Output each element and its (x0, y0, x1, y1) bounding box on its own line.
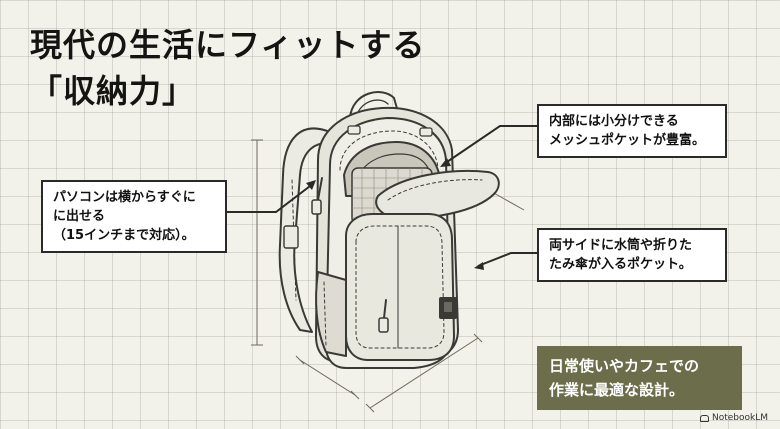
side-callout-arrow (477, 252, 537, 267)
backpack (278, 91, 500, 369)
width-dimension-line (299, 359, 356, 396)
side-callout-line-1: 両サイドに水筒や折りた (549, 238, 693, 253)
zipper-pull-side (317, 177, 323, 201)
title-line-2: 「収納力」 (30, 72, 196, 110)
shoulder-strap (278, 127, 335, 333)
side-pocket-callout: 両サイドに水筒や折りた たみ傘が入るポケット。 (537, 228, 727, 282)
dimension-lines (251, 139, 525, 413)
laptop-access-callout: パソコンは横からすぐに に出せる （15インチまで対応）。 (41, 180, 227, 253)
page-title: 現代の生活にフィットする 「収納力」 (30, 22, 425, 114)
laptop-callout-line-3: （15インチまで対応）。 (53, 228, 195, 243)
mesh-pocket-callout: 内部には小分けできる メッシュポケットが豊富。 (537, 104, 727, 158)
brand-watermark: NotebookLM (699, 413, 768, 423)
banner-line-1: 日常使いやカフェでの (549, 357, 700, 375)
laptop-callout-line-1: パソコンは横からすぐに (53, 190, 196, 205)
zipper-pull-front (383, 299, 387, 319)
laptop-callout-arrow (227, 182, 315, 213)
callout-arrows (227, 125, 537, 270)
side-pocket (315, 271, 347, 357)
side-callout-line-2: たみ傘が入るポケット。 (549, 257, 692, 272)
front-pocket (345, 213, 455, 361)
inner-callout-line-1: 内部には小分けできる (549, 114, 679, 129)
title-line-1: 現代の生活にフィットする (30, 26, 426, 64)
top-handle (349, 91, 399, 119)
brand-label: NotebookLM (711, 413, 768, 423)
notebook-icon (699, 414, 709, 422)
laptop-callout-line-2: に出せる (53, 209, 106, 224)
inner-callout-line-2: メッシュポケットが豊富。 (549, 133, 706, 148)
depth-dimension-line (491, 191, 525, 211)
inner-callout-arrow (443, 125, 537, 165)
banner-line-2: 作業に最適な設計。 (549, 381, 685, 399)
summary-banner: 日常使いやカフェでの 作業に最適な設計。 (537, 346, 742, 410)
